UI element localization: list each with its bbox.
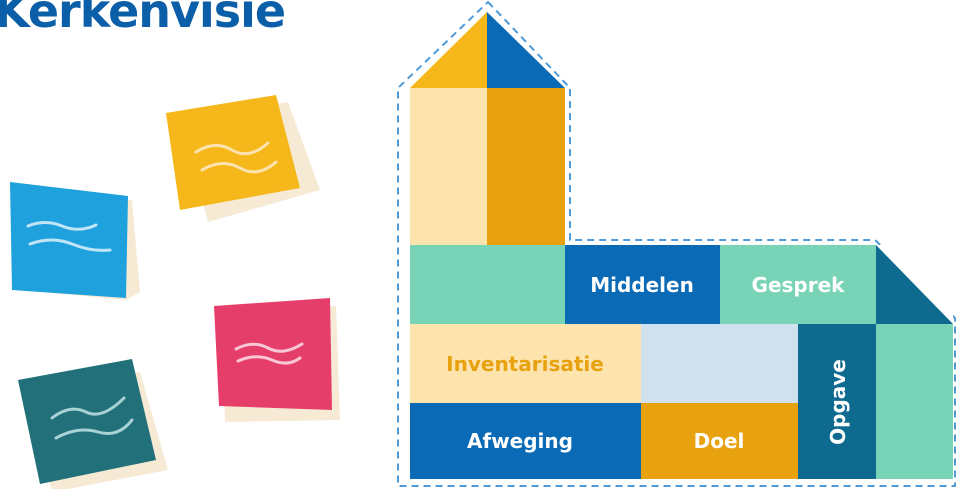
tower-left bbox=[410, 88, 487, 245]
block-opgave bbox=[798, 324, 876, 479]
block-gesprek bbox=[720, 245, 876, 324]
block-doel bbox=[641, 403, 798, 479]
block-middelen bbox=[565, 245, 720, 324]
label-doel: Doel bbox=[694, 429, 745, 453]
sticky-note-blue bbox=[10, 182, 140, 300]
sticky-note-teal bbox=[18, 359, 168, 489]
tower-right bbox=[487, 88, 565, 245]
tower-roof-right bbox=[487, 12, 565, 88]
sticky-note-pink bbox=[214, 298, 340, 422]
label-afweging: Afweging bbox=[467, 429, 573, 453]
tower-roof-left bbox=[410, 12, 487, 88]
label-opgave: Opgave bbox=[826, 359, 850, 445]
church-outline bbox=[397, 0, 956, 487]
label-middelen: Middelen bbox=[590, 273, 694, 297]
label-inventarisatie: Inventarisatie bbox=[446, 352, 604, 376]
page-title: Kerkenvisie bbox=[0, 0, 286, 38]
block-inventarisatie bbox=[410, 324, 641, 403]
block-teal-right bbox=[876, 324, 953, 479]
roof-right bbox=[876, 245, 953, 324]
sticky-note-orange bbox=[166, 95, 320, 222]
block-afweging bbox=[410, 403, 641, 479]
sticky-notes-illustration bbox=[10, 95, 340, 489]
block-teal-left bbox=[410, 245, 565, 324]
block-light-blue bbox=[641, 324, 798, 403]
label-gesprek: Gesprek bbox=[752, 273, 846, 297]
